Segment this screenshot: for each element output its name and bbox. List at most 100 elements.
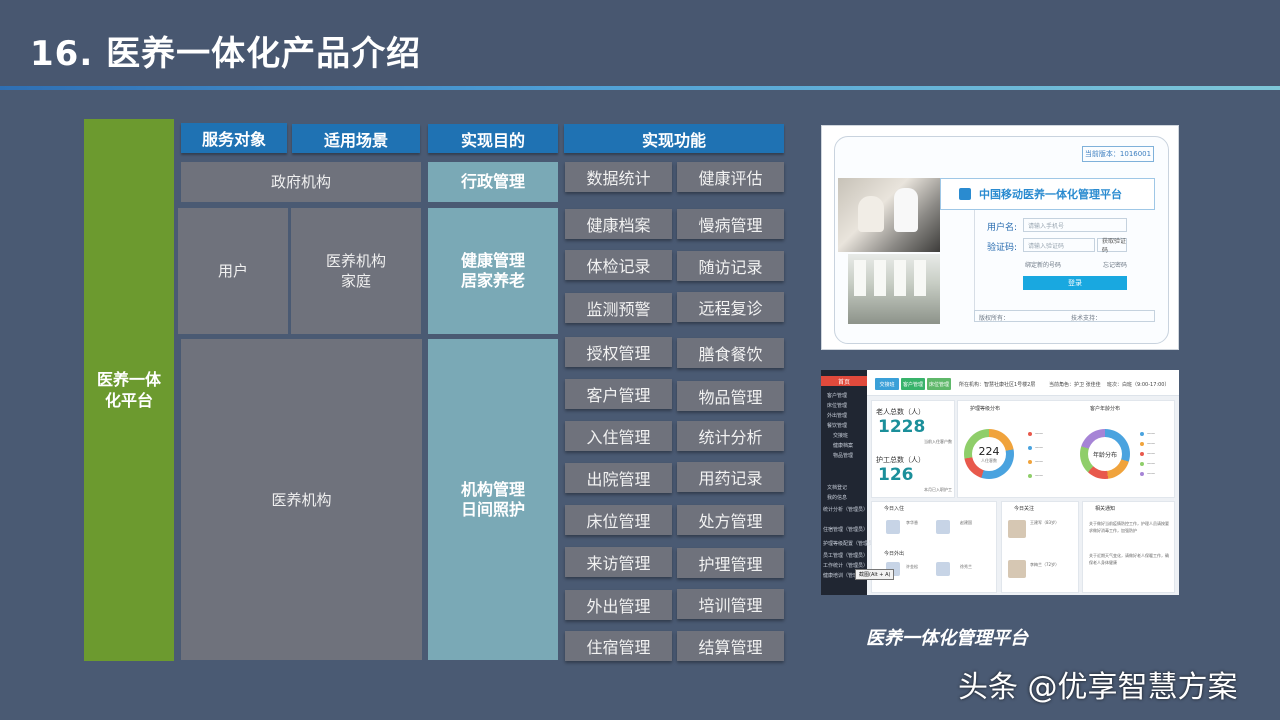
function-cell: 远程复诊 [677,292,784,322]
header-service-target: 服务对象 [181,123,287,153]
login-button[interactable]: 登录 [1023,276,1127,290]
function-cell: 健康档案 [565,209,672,239]
function-cell: 用药记录 [677,462,784,492]
function-cell: 住宿管理 [565,631,672,661]
footer-copyright: 版权所有： [979,315,1010,322]
donut1-value: 224 [978,444,1000,458]
legend-item: —— [1140,471,1155,476]
today-attention-title: 今日关注 [1014,506,1035,512]
target-family-org: 医养机构 家庭 [291,208,421,334]
nurse-sub: 本月已入职护工 [924,487,952,492]
age-dist-title: 客户年龄分布 [1090,406,1121,412]
sidebar-item[interactable]: 住宿管理（管理员） [823,527,869,533]
function-cell: 物品管理 [677,381,784,411]
sidebar-item[interactable]: 员工管理（管理员） [823,553,869,559]
sidebar-home[interactable]: 首页 [821,376,867,386]
avatar [1008,560,1026,578]
customer-button[interactable]: 客户管理 [901,378,925,390]
notice-card: 相关通知 关于做好当前疫情防控工作，护理人员请按要求做好消毒工作，加强防护 关于… [1082,501,1175,593]
sidebar-item[interactable]: 交接班 [833,433,849,439]
function-cell: 培训管理 [677,589,784,619]
distribution-card: 护理等级分布 客户年龄分布 224 人住客数 —— —— —— —— 年龄分布 … [957,400,1175,498]
username-input[interactable]: 请输入手机号 [1023,218,1127,232]
legend-item: —— [1028,473,1043,478]
resident-name: 赵建国 [960,520,972,525]
nurse-total: 126 [878,465,914,485]
sidebar-item[interactable]: 统计分析（管理员） [823,507,869,513]
login-screenshot: 当前版本：1016001 中国移动医养一体化管理平台 用户名: 请输入手机号 验… [821,125,1179,350]
today-checkin-title: 今日入住 [884,506,905,512]
sidebar-item[interactable]: 床位管理 [827,403,848,409]
purpose-institution: 机构管理 日间照护 [428,339,558,660]
header-functions: 实现功能 [564,124,784,153]
target-family-org-line2: 家庭 [340,272,371,290]
platform-label: 医养一体化平台 [96,370,161,410]
sidebar-item[interactable]: 餐饮管理 [827,423,848,429]
screenshot-tooltip: 截图(Alt + A) [855,569,895,580]
function-cell: 出院管理 [565,463,672,493]
legend-item: —— [1140,441,1155,446]
bed-button[interactable]: 床位管理 [927,378,951,390]
sidebar-item[interactable]: 文档登记 [827,485,848,491]
function-cell: 统计分析 [677,421,784,451]
title-bar [0,0,1280,86]
legend-item: —— [1028,431,1043,436]
purpose-health: 健康管理 居家养老 [428,208,558,334]
legend-item: —— [1140,431,1155,436]
function-cell: 数据统计 [565,162,672,192]
target-family-org-line1: 医养机构 [325,252,386,270]
function-cell: 慢病管理 [677,209,784,239]
legend-item: —— [1140,451,1155,456]
top-org: 所在机构：智慧社康社区1号楼2层 [959,382,1036,388]
function-cell: 健康评估 [677,162,784,192]
stats-card: 老人总数（人） 1228 当前入住客户数 护工总数（人） 126 本月已入职护工 [871,400,955,498]
sidebar-item[interactable]: 健康档案 [833,443,854,449]
sidebar-item[interactable]: 外出管理 [827,413,848,419]
function-cell: 外出管理 [565,590,672,620]
purpose-admin: 行政管理 [428,162,558,202]
page-title: 16. 医养一体化产品介绍 [30,34,422,74]
sidebar-item[interactable]: 我的信息 [827,495,848,501]
bind-phone-link[interactable]: 绑定新的号码 [1025,262,1062,269]
sidebar-item[interactable]: 工作统计（管理员） [823,563,869,569]
notice-text: 关于做好当前疫情防控工作，护理人员请按要求做好消毒工作，加强防护 [1089,521,1169,533]
resident-name: 李华香 [906,520,918,525]
function-cell: 入住管理 [565,421,672,451]
sidebar-item[interactable]: 物品管理 [833,453,854,459]
sidebar-item[interactable]: 客户管理 [827,393,848,399]
hospital-icon [959,188,971,200]
function-cell: 护理管理 [677,548,784,578]
function-cell: 授权管理 [565,337,672,367]
elderly-total-label: 老人总数（人） [876,408,925,416]
title-divider [0,86,1280,90]
get-code-button[interactable]: 获取验证码 [1097,238,1127,254]
handover-button[interactable]: 交接班 [875,378,899,390]
nurse-total-label: 护工总数（人） [876,456,925,464]
notice-text: 关于近期天气变化，请做好老人保暖工作，确保老人身体健康 [1089,553,1169,565]
target-org: 医养机构 [181,339,422,660]
resident-name: 徐秀兰 [960,564,972,569]
watermark: 头条 @优享智慧方案 [958,670,1238,705]
footer-support: 技术支持： [1071,315,1102,322]
function-cell: 来访管理 [565,547,672,577]
avatar [886,520,900,534]
function-cell: 床位管理 [565,505,672,535]
forgot-link[interactable]: 忘记密码 [1103,262,1128,269]
version-badge: 当前版本：1016001 [1082,146,1154,162]
dashboard-topbar: 交接班 客户管理 床位管理 所在机构：智慧社康社区1号楼2层 当前角色：护卫 张… [867,370,1179,396]
function-cell: 随访记录 [677,251,784,281]
sidebar-item[interactable]: 健康培训（管理员） [823,573,869,579]
notice-title: 相关通知 [1095,506,1116,512]
attention-name: 李梅兰（72岁） [1030,562,1060,567]
code-label: 验证码: [987,243,1018,253]
code-input[interactable]: 请输入验证码 [1023,238,1095,252]
legend-item: —— [1028,459,1043,464]
sidebar-item[interactable]: 护理等级配置（管理员） [823,541,879,547]
age-donut: 年龄分布 [1080,429,1130,479]
header-scenario: 适用场景 [292,124,420,153]
function-cell: 客户管理 [565,379,672,409]
target-user: 用户 [178,208,288,334]
function-cell: 膳食餐饮 [677,338,784,368]
purpose-health-line2: 居家养老 [460,271,525,290]
dashboard-sidebar: 首页 客户管理 床位管理 外出管理 餐饮管理 交接班 健康档案 物品管理 文档登… [821,370,878,595]
